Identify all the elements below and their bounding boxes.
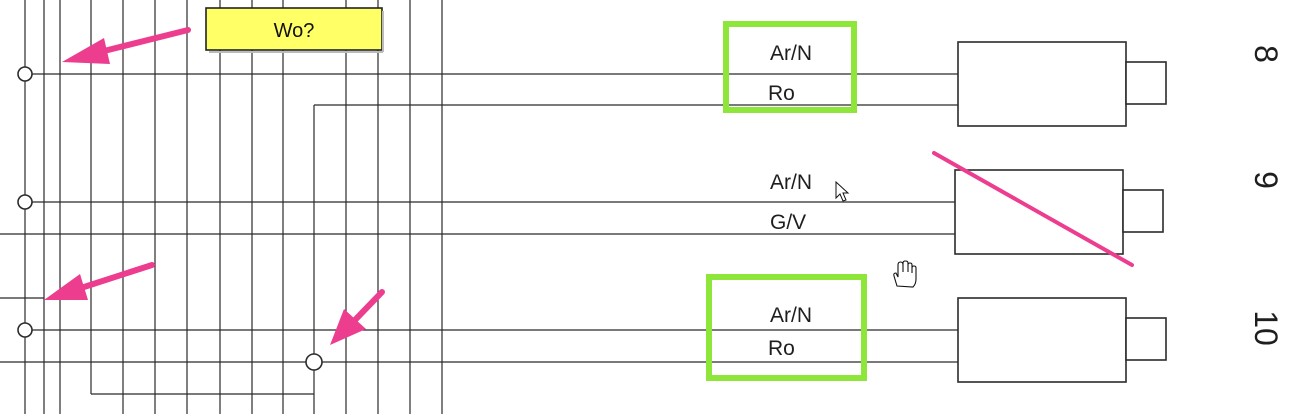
label-row-9-bottom: G/V <box>770 211 806 234</box>
horizontal-wires <box>0 73 958 395</box>
arrow-cursor-icon <box>835 180 850 202</box>
device-row-8 <box>957 41 1167 127</box>
wire-labels: Ar/N Ro Ar/N G/V Ar/N Ro <box>768 42 812 360</box>
highlight-row-8 <box>723 21 857 113</box>
arrow-middle-left <box>44 262 155 300</box>
cross-out-row-9 <box>932 151 1134 267</box>
node-row-9 <box>17 194 33 210</box>
device-connector <box>1122 189 1164 233</box>
arrow-top <box>62 27 191 64</box>
node-row-10-inner <box>305 353 323 371</box>
label-row-8-top: Ar/N <box>770 42 812 65</box>
row-number-9: 9 <box>1248 171 1284 189</box>
note-box <box>205 7 383 51</box>
highlight-row-10 <box>706 274 867 381</box>
label-row-8-bottom: Ro <box>768 82 795 105</box>
node-row-8 <box>17 66 33 82</box>
row-number-10: 10 <box>1248 310 1284 346</box>
device-body <box>957 41 1127 127</box>
note-callout: Wo? <box>205 7 384 53</box>
vertical-bus-lines <box>24 0 443 414</box>
hand-cursor-icon <box>893 260 917 288</box>
label-row-9-top: Ar/N <box>770 171 812 194</box>
arrowhead <box>44 274 88 300</box>
device-connector <box>1125 61 1167 105</box>
annotation-arrows <box>44 27 385 345</box>
device-row-10 <box>957 297 1167 383</box>
note-text: Wo? <box>274 20 315 42</box>
row-number-8: 8 <box>1248 45 1284 63</box>
row-numbers: 8 9 10 <box>1248 45 1284 346</box>
arrowhead <box>62 38 110 64</box>
connection-nodes <box>17 66 323 371</box>
device-connector <box>1125 317 1167 361</box>
label-row-10-top: Ar/N <box>770 304 812 327</box>
arrow-inner-node <box>330 289 385 345</box>
node-row-10 <box>17 322 33 338</box>
arrowhead <box>330 309 366 345</box>
device-body <box>957 297 1127 383</box>
label-row-10-bottom: Ro <box>768 337 795 360</box>
